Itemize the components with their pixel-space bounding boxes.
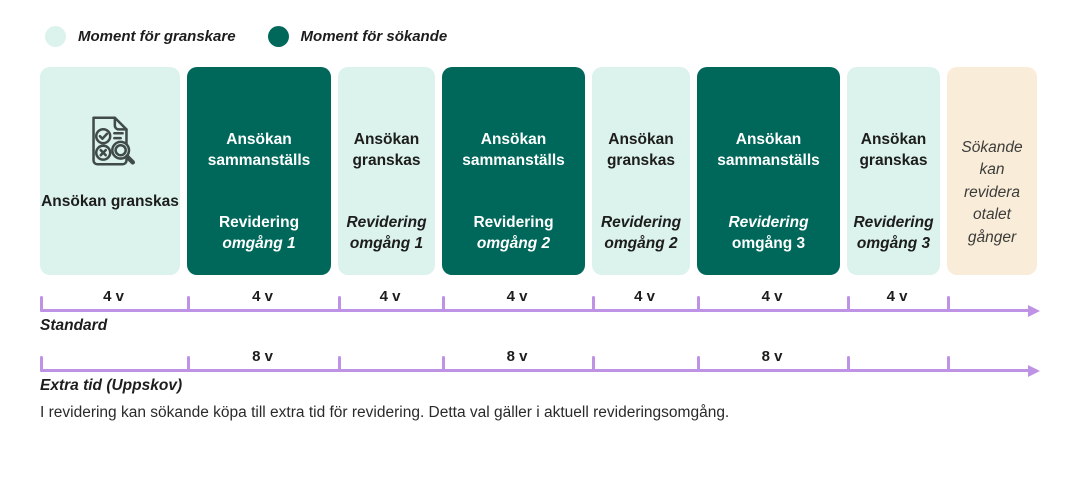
timeline-segment-label: 4 v — [634, 288, 655, 305]
box-body: Sökande kan revidera otalet gånger — [961, 139, 1023, 246]
box-subtitle-line: Revidering — [853, 213, 934, 231]
process-box-1: Ansökan granskas — [40, 67, 180, 275]
timeline-tick — [187, 356, 190, 372]
box-title: Ansökan granskas — [606, 131, 676, 170]
box-subtitle-line: omgång 2 — [604, 235, 678, 253]
timeline-segment-label: 8 v — [506, 348, 528, 365]
timeline-tick — [592, 296, 595, 312]
box-title: Ansökan sammanställs — [462, 131, 565, 170]
timeline-label: Standard — [40, 317, 108, 334]
box-title: Ansökan granskas — [352, 131, 421, 170]
timeline-tick — [847, 356, 850, 372]
timeline-line — [40, 369, 1030, 372]
timeline-tick — [697, 356, 700, 372]
timeline-segment-label: 4 v — [252, 288, 273, 305]
legend-dot-icon — [267, 26, 289, 47]
timeline-track: 4 v 4 v 4 v 4 v 4 v 4 v 4 v — [40, 286, 1045, 317]
timeline-tick — [697, 296, 700, 312]
box-subtitle-line: omgång 3 — [856, 235, 931, 253]
legend-item-1: Moment för granskare — [45, 26, 236, 47]
box-title: Ansökan granskas — [41, 193, 179, 210]
timeline-standard: 4 v 4 v 4 v 4 v 4 v 4 v 4 v Standard — [40, 286, 1055, 338]
box-title: Ansökan sammanställs — [717, 131, 820, 170]
timeline-segment-label: 4 v — [761, 288, 783, 305]
timeline-extra: 8 v 8 v 8 v Extra tid (Uppskov) — [40, 346, 1055, 398]
footnote: I revidering kan sökande köpa till extra… — [40, 404, 730, 421]
process-box-8: Sökande kan revidera otalet gånger — [947, 67, 1037, 275]
timeline-tick — [40, 356, 43, 372]
timeline-segment-label: 4 v — [103, 288, 124, 305]
timeline-tick — [947, 356, 950, 372]
arrow-right-icon — [1028, 305, 1040, 317]
box-subtitle-line: Revidering — [218, 213, 300, 231]
box-subtitle: Revidering omgång 2 — [473, 212, 553, 255]
timeline-label: Extra tid (Uppskov) — [40, 377, 183, 394]
box-subtitle-line: Revidering — [600, 213, 682, 231]
box-subtitle-line: omgång 3 — [731, 235, 806, 253]
timeline-segment-label: 4 v — [886, 288, 908, 305]
box-subtitle: Revidering omgång 3 — [728, 212, 808, 255]
arrow-right-icon — [1028, 365, 1040, 377]
box-subtitle: Revidering omgång 2 — [601, 212, 681, 255]
timeline-tick — [442, 296, 445, 312]
timeline-tick — [947, 296, 950, 312]
timeline-tick — [187, 296, 190, 312]
timeline-tick — [442, 356, 445, 372]
box-subtitle-line: Revidering — [728, 213, 809, 231]
timeline-segment-label: 8 v — [761, 348, 783, 365]
box-subtitle: Revidering omgång 1 — [346, 212, 426, 255]
legend-item-2: Moment för sökande — [267, 26, 448, 47]
timeline-line — [40, 309, 1030, 312]
legend-label: Moment för granskare — [78, 28, 236, 45]
box-subtitle: Revidering omgång 3 — [853, 212, 933, 255]
box-title: Ansökan sammanställs — [207, 131, 311, 170]
timeline-tick — [40, 296, 43, 312]
legend-label: Moment för sökande — [300, 28, 448, 45]
box-subtitle-line: omgång 1 — [349, 235, 424, 253]
box-subtitle-line: Revidering — [473, 213, 554, 231]
box-subtitle-line: omgång 2 — [476, 235, 551, 253]
legend: Moment för granskare Moment för sökande — [45, 26, 447, 47]
box-subtitle-line: omgång 1 — [222, 235, 296, 253]
timeline-track: 8 v 8 v 8 v — [40, 346, 1045, 377]
legend-dot-icon — [45, 26, 66, 47]
timeline-segment-label: 4 v — [379, 288, 401, 305]
timeline-tick — [592, 356, 595, 372]
timeline-tick — [847, 296, 850, 312]
box-subtitle: Revidering omgång 1 — [219, 212, 299, 255]
timeline-segment-label: 4 v — [506, 288, 528, 305]
timeline-tick — [338, 356, 341, 372]
timeline-tick — [338, 296, 341, 312]
box-title: Ansökan granskas — [859, 131, 928, 170]
document-review-icon — [79, 111, 141, 173]
timeline-segment-label: 8 v — [252, 348, 273, 365]
box-subtitle-line: Revidering — [346, 213, 427, 231]
